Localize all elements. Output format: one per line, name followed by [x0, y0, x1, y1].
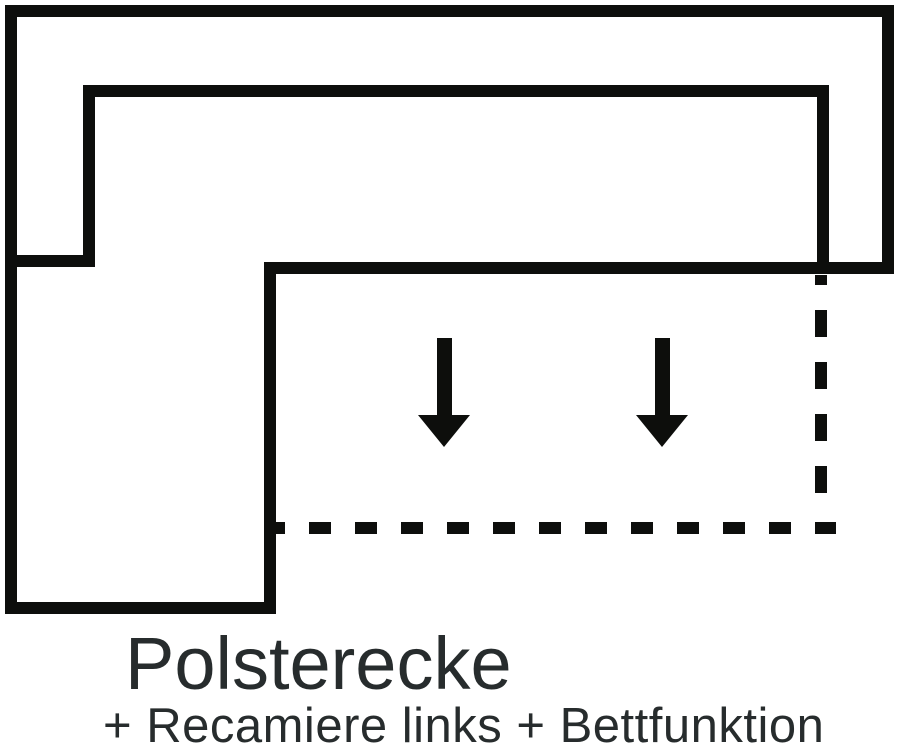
sofa-backrest-inner-line [5, 85, 829, 274]
product-subtitle: + Recamiere links + Bettfunktion [103, 699, 825, 751]
down-arrow-icon [418, 338, 470, 447]
down-arrow-icon [636, 338, 688, 447]
product-title: Polsterecke [125, 622, 512, 705]
pullout-direction-arrows [418, 338, 688, 447]
sofa-outer-outline [5, 5, 894, 614]
